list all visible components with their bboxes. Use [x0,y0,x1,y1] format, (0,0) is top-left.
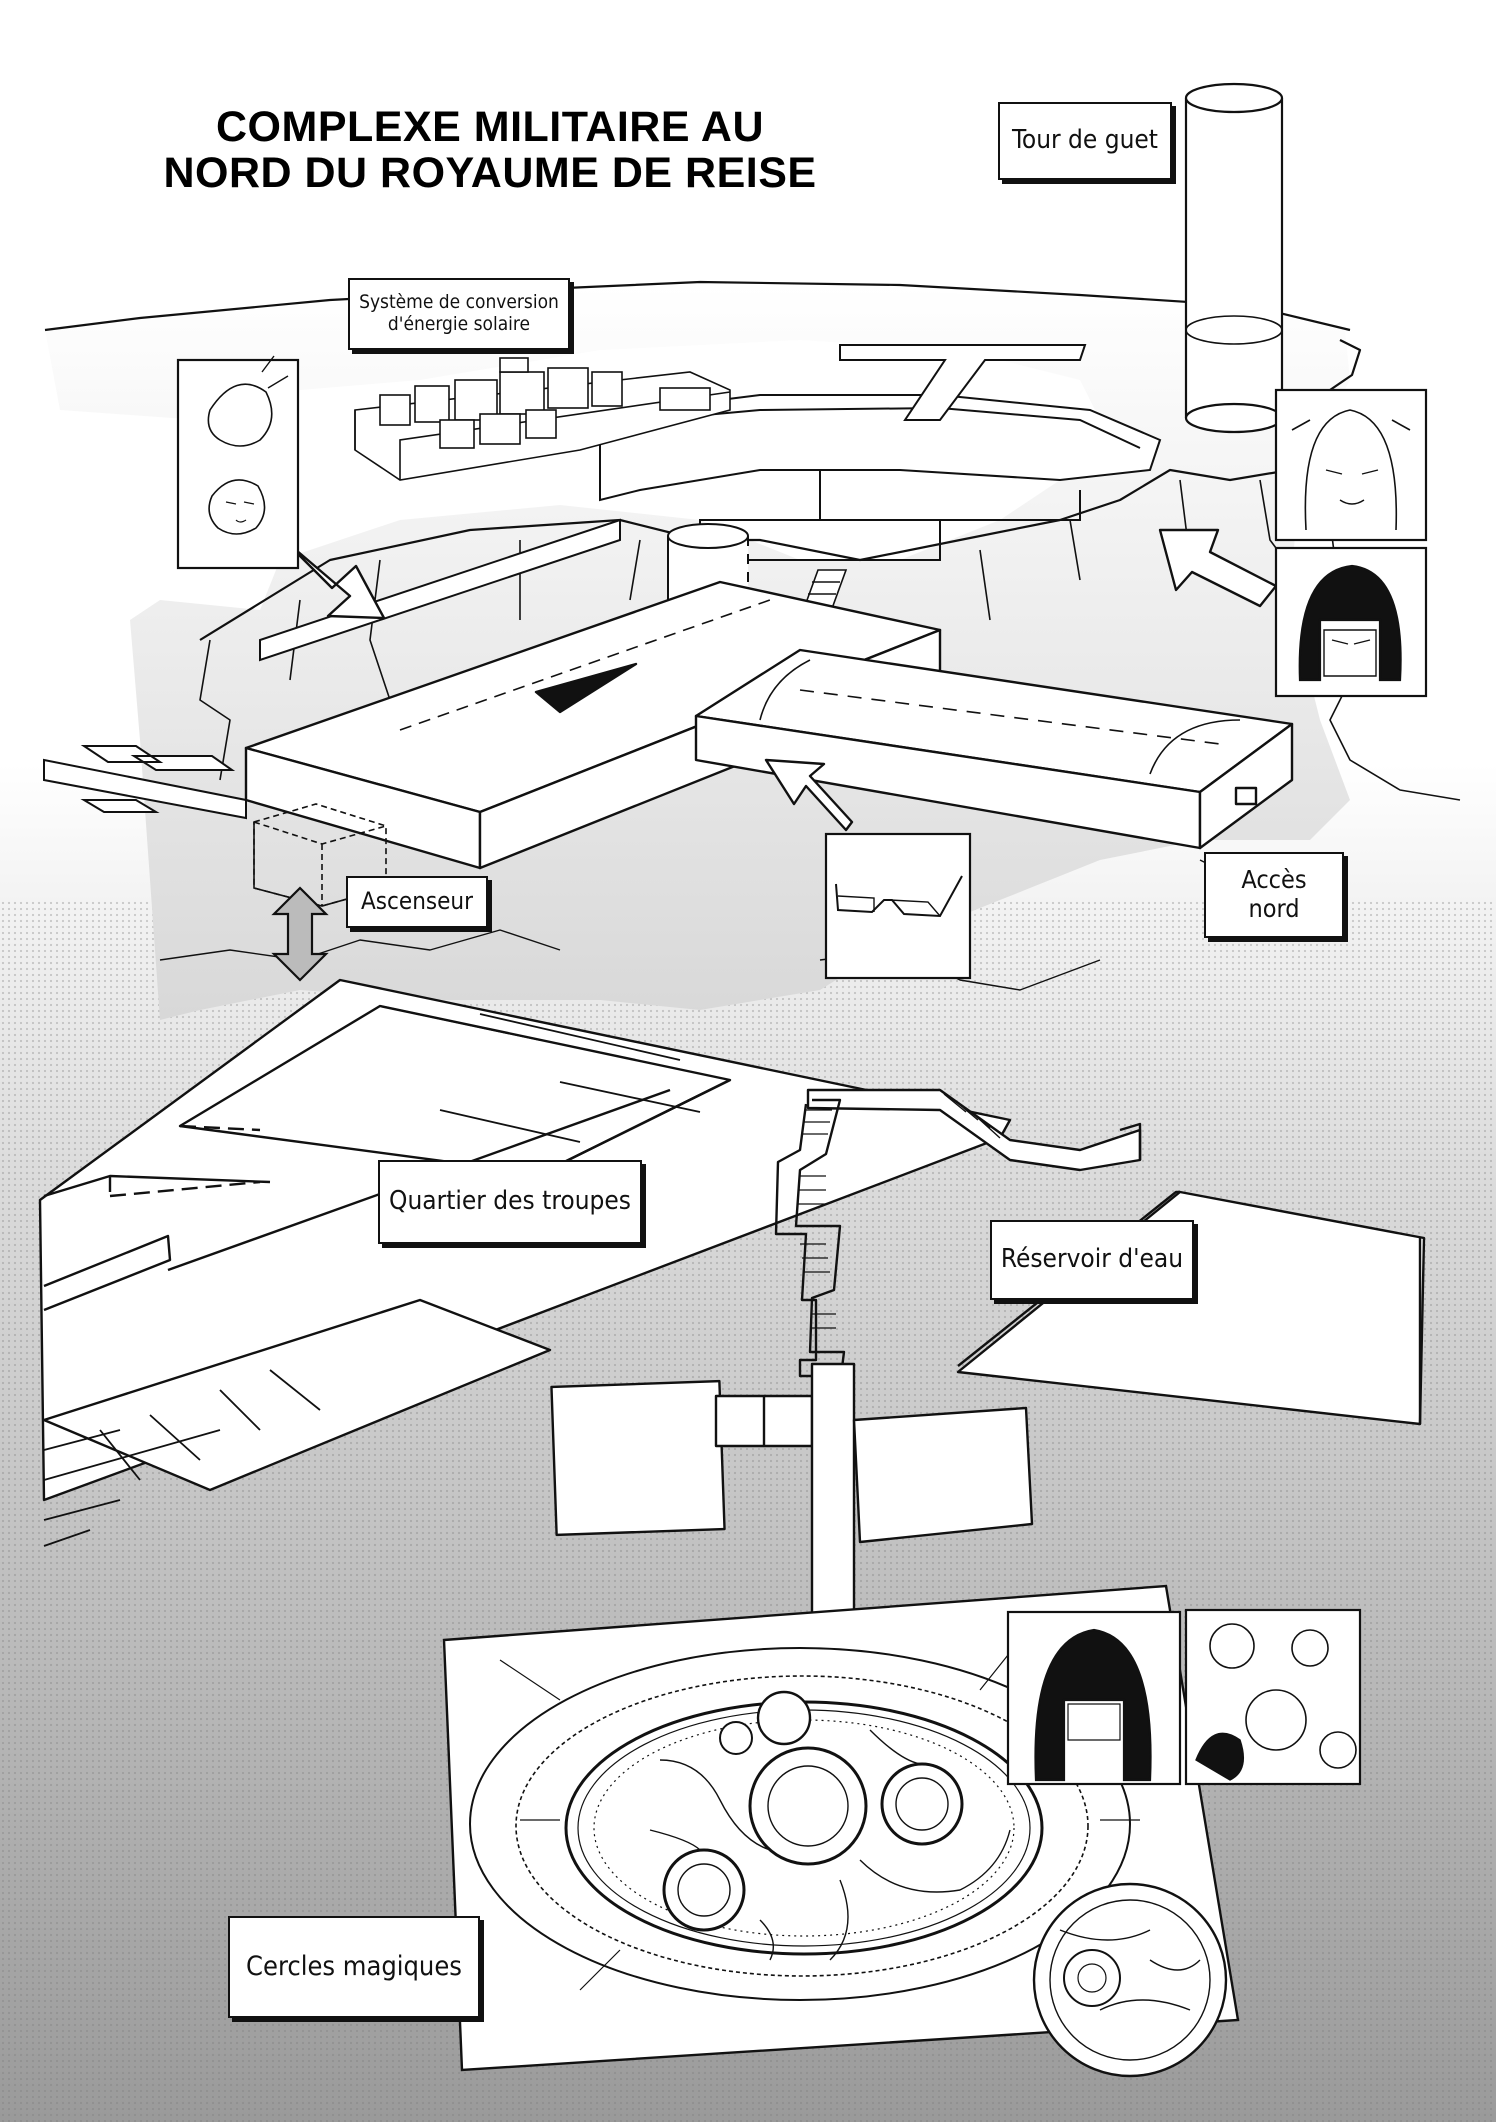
label-elevator: Ascenseur [346,876,488,928]
diagram-title: COMPLEXE MILITAIRE AU NORD DU ROYAUME DE… [100,104,880,196]
upper-walkway [259,344,1162,662]
label-north-line-1: Accès [1241,865,1307,895]
north-hangar [694,648,1294,850]
character-portrait-hooded-icon [1006,1610,1182,1786]
arrow-left-portraits [280,536,386,620]
character-portrait-long-hair-icon [1274,388,1428,542]
elevator-double-arrow-icon [271,886,329,982]
solar-conversion-installation [354,357,731,481]
arrow-glasses [764,758,854,832]
left-walkway [43,745,247,820]
watchtower-cylinder [1184,82,1284,434]
label-water-reservoir: Réservoir d'eau [990,1220,1194,1300]
label-magic-text: Cercles magiques [246,1951,462,1983]
label-elevator-text: Ascenseur [361,887,473,916]
label-magic-circles: Cercles magiques [228,1916,480,2018]
label-solar-conversion: Système de conversion d'énergie solaire [348,278,570,350]
label-watchtower-text: Tour de guet [1012,125,1158,156]
label-solar-line-2: d'énergie solaire [387,313,531,335]
character-portrait-pair-icon [176,355,300,570]
glasses-icon [824,832,972,980]
label-north-access: Accès nord [1204,852,1344,938]
label-barracks-text: Quartier des troupes [389,1186,631,1217]
label-reservoir-text: Réservoir d'eau [1000,1244,1184,1275]
arrow-right-portraits [1158,528,1278,608]
label-barracks: Quartier des troupes [378,1160,642,1244]
title-line-2: NORD DU ROYAUME DE REISE [163,149,817,197]
label-watchtower: Tour de guet [998,102,1172,180]
character-group-icon [1184,1608,1362,1786]
label-solar-line-1: Système de conversion [359,291,559,314]
label-north-line-2: nord [1248,894,1300,923]
character-portrait-black-hair-icon [1274,546,1428,698]
portrait-panels [176,355,1428,1786]
magic-circle-icon [469,1639,1228,2078]
title-line-1: COMPLEXE MILITAIRE AU [216,103,764,151]
underground-level [38,978,1426,1616]
arrows [280,528,1278,832]
